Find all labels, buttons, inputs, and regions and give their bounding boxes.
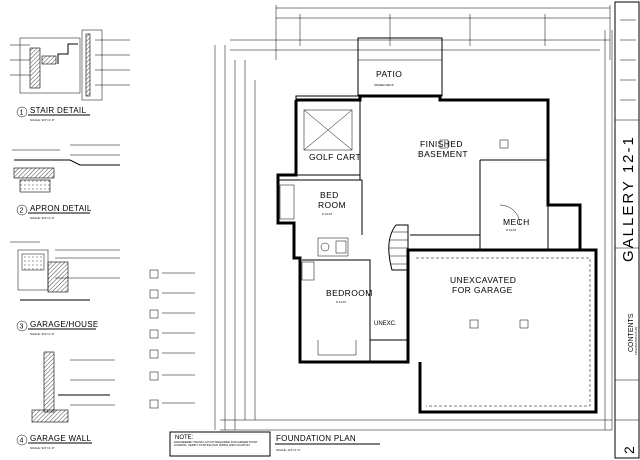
detail-scale: SCALE: 3/4"=1'-0" bbox=[30, 216, 54, 220]
closet bbox=[279, 184, 295, 220]
room-sublabel-bedroom: 9' FLAT bbox=[336, 300, 346, 304]
detail-title: APRON DETAIL bbox=[30, 204, 92, 213]
room-label-unexc: UNEXC. bbox=[374, 321, 397, 327]
room-sublabel-patio: UNDER DECK bbox=[374, 83, 394, 87]
plan-title: FOUNDATION PLAN bbox=[276, 434, 356, 443]
patio-area bbox=[357, 37, 443, 97]
detail-stair-title: 1 STAIR DETAIL SCALE: 3/4"=1'-0" bbox=[16, 106, 90, 122]
stair bbox=[388, 224, 409, 271]
foundation-plan bbox=[276, 37, 598, 414]
room-label-unexcavated: UNEXCAVATED bbox=[450, 275, 516, 285]
detail-title: GARAGE/HOUSE bbox=[30, 320, 99, 329]
detail-apron bbox=[12, 144, 120, 193]
sheet-number: 2 bbox=[621, 446, 637, 454]
dimension-lines bbox=[214, 5, 613, 431]
title-block: GALLERY 12-1 CONTENTS FOUNDATION PLAN 2 bbox=[614, 1, 640, 459]
room-sublabel-bed-room: 9' FLAT bbox=[322, 212, 332, 216]
room-label-bedroom: BEDROOM bbox=[326, 288, 373, 298]
footing-pad-legend bbox=[149, 269, 195, 409]
room-sublabel-mech: 9' FLAT bbox=[506, 228, 516, 232]
detail-scale: SCALE: 3/4"=1'-0" bbox=[30, 446, 54, 450]
contents-heading: CONTENTS bbox=[628, 313, 635, 352]
plan-title-block: FOUNDATION PLAN SCALE: 1/4"=1'-0" bbox=[275, 434, 380, 452]
note-body: ENGINEERED TRUSS LAYOUT REQUIRED FOR GIR… bbox=[174, 441, 258, 448]
detail-scale: SCALE: 3/4"=1'-0" bbox=[30, 332, 54, 336]
detail-garage-wall bbox=[31, 351, 115, 423]
detail-number: 1 bbox=[20, 110, 24, 117]
note-box: NOTE: ENGINEERED TRUSS LAYOUT REQUIRED F… bbox=[169, 431, 271, 457]
bathroom-fixtures bbox=[301, 237, 349, 281]
bedroom-closet bbox=[317, 340, 357, 356]
golf-cart-bay-marker bbox=[303, 109, 353, 151]
note-heading: NOTE: bbox=[175, 435, 194, 441]
detail-apron-title: 2 APRON DETAIL SCALE: 3/4"=1'-0" bbox=[16, 204, 92, 220]
detail-garage-house-title: 3 GARAGE/HOUSE SCALE: 3/4"=1'-0" bbox=[16, 320, 99, 336]
room-label-for-garage: FOR GARAGE bbox=[452, 285, 513, 295]
interior-partitions bbox=[278, 95, 549, 362]
detail-number: 3 bbox=[20, 324, 24, 331]
detail-scale: SCALE: 3/4"=1'-0" bbox=[30, 118, 54, 122]
detail-number: 2 bbox=[20, 208, 24, 215]
room-label-finished: FINISHED bbox=[420, 139, 463, 149]
room-label-bed: BED bbox=[320, 190, 339, 200]
detail-number: 4 bbox=[20, 438, 24, 445]
room-label-room: ROOM bbox=[318, 200, 346, 210]
room-labels: PATIO UNDER DECK GOLF CART FINISHED BASE… bbox=[309, 69, 530, 327]
detail-garage-wall-title: 4 GARAGE WALL SCALE: 3/4"=1'-0" bbox=[16, 434, 92, 450]
room-label-basement: BASEMENT bbox=[418, 149, 468, 159]
sheet-name: GALLERY 12-1 bbox=[620, 135, 637, 262]
detail-garage-house bbox=[10, 241, 120, 301]
detail-title: STAIR DETAIL bbox=[30, 106, 86, 115]
room-label-golf-cart: GOLF CART bbox=[309, 152, 361, 162]
foundation-outer-wall bbox=[276, 94, 598, 414]
contents-item: FOUNDATION PLAN bbox=[634, 327, 638, 355]
room-label-mech: MECH bbox=[503, 217, 530, 227]
detail-stair bbox=[10, 29, 130, 101]
detail-title: GARAGE WALL bbox=[30, 434, 91, 443]
room-label-patio: PATIO bbox=[376, 69, 402, 79]
plan-scale: SCALE: 1/4"=1'-0" bbox=[276, 448, 300, 452]
